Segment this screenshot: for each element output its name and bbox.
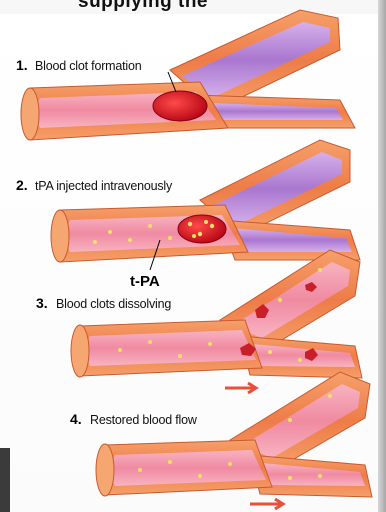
svg-text:4.: 4. <box>70 411 82 427</box>
step-3-number: 3. <box>36 295 48 311</box>
panel-1-clot-formation <box>21 10 355 140</box>
vessel-opening <box>51 210 69 262</box>
panel-3-clots-dissolving <box>71 250 362 393</box>
step-3-text: Blood clots dissolving <box>56 297 171 311</box>
svg-text:3.: 3. <box>36 295 48 311</box>
lumen-trunk <box>111 450 266 486</box>
left-edge-bar <box>0 448 10 512</box>
vessel-opening <box>71 325 89 377</box>
panel-2-tpa-injected <box>51 140 360 262</box>
blood-clot <box>153 91 207 121</box>
blood-clot <box>178 215 226 243</box>
svg-text:1.: 1. <box>16 57 28 73</box>
step-2-number: 2. <box>16 177 28 193</box>
step-2-label: 2. tPA injected intravenously <box>16 177 173 193</box>
step-3-label: 3. Blood clots dissolving <box>36 295 171 311</box>
tpa-callout-text: t-PA <box>130 273 160 290</box>
vessel-opening <box>96 444 114 496</box>
flow-arrow <box>225 383 256 393</box>
lumen-trunk <box>86 330 256 366</box>
step-4-number: 4. <box>70 411 82 427</box>
step-2-text: tPA injected intravenously <box>35 179 173 193</box>
step-1-number: 1. <box>16 57 28 73</box>
step-4-text: Restored blood flow <box>90 413 198 427</box>
step-1-text: Blood clot formation <box>35 59 142 73</box>
flow-arrow <box>250 499 283 509</box>
right-edge-scrollbar[interactable] <box>378 0 386 512</box>
step-4-label: 4. Restored blood flow <box>70 411 198 427</box>
svg-text:2.: 2. <box>16 177 28 193</box>
panel-4-restored-flow <box>96 372 372 509</box>
vessel-opening <box>21 88 39 140</box>
